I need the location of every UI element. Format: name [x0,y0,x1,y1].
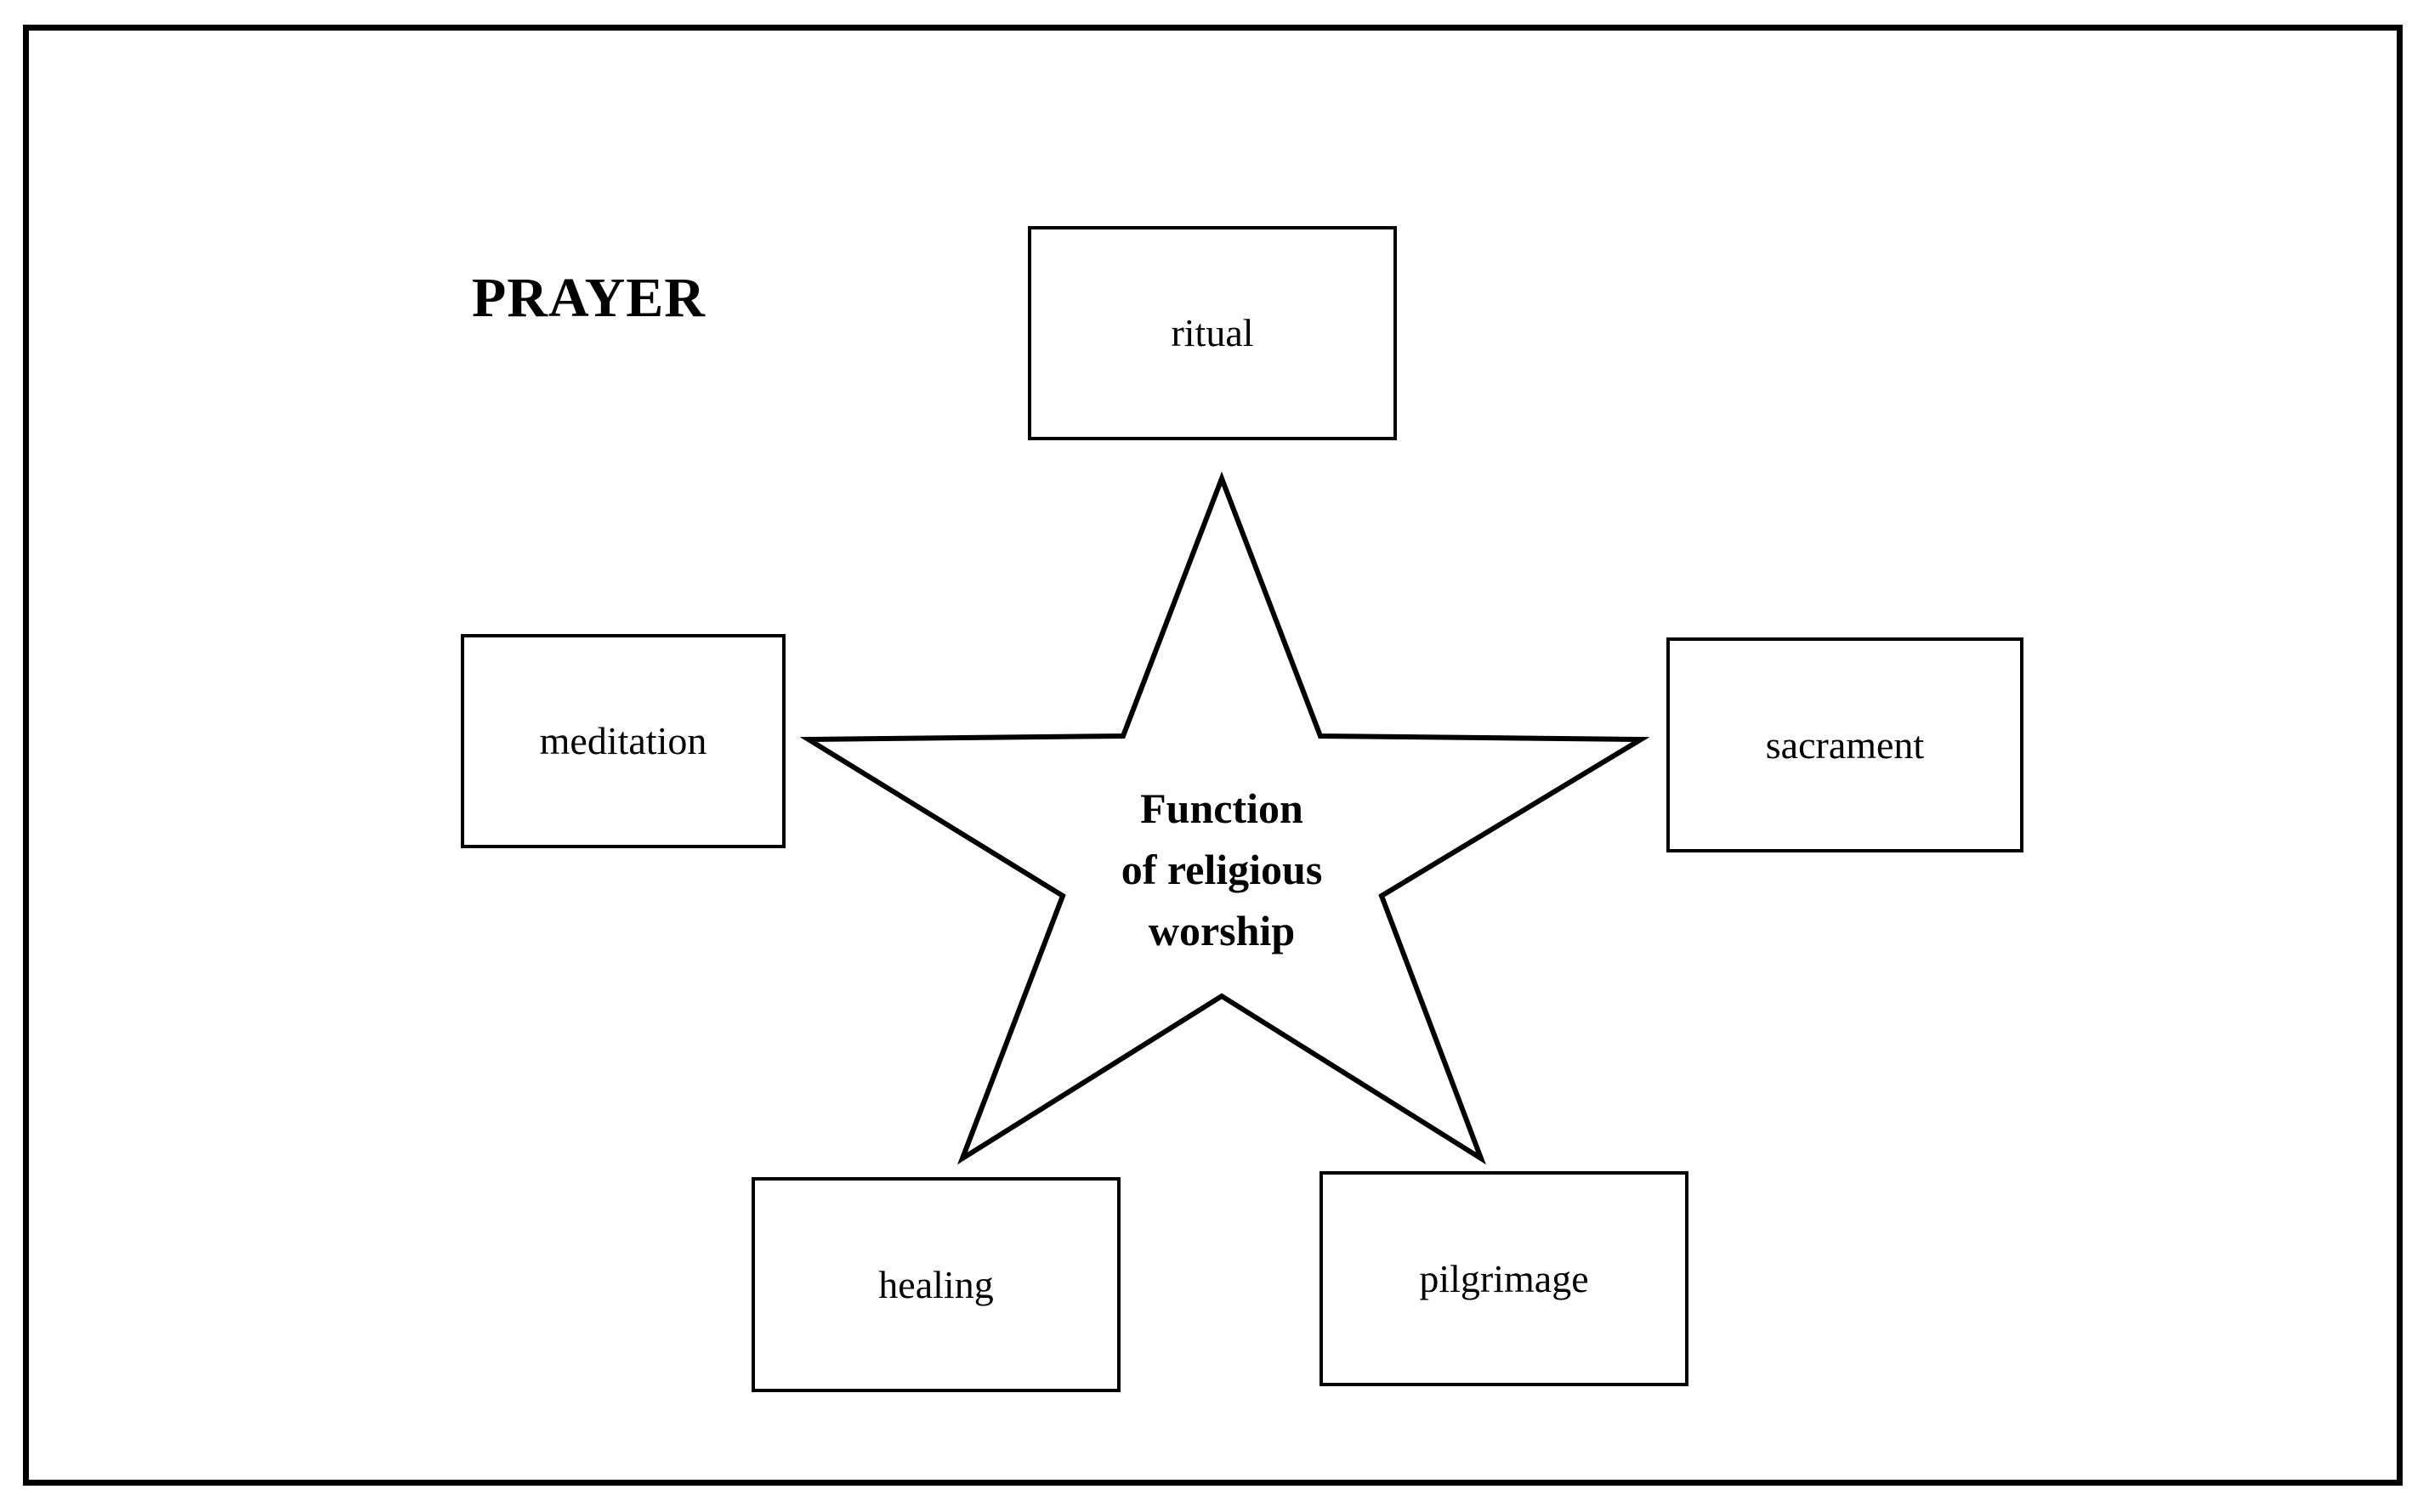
diagram-frame [23,25,2403,1486]
node-healing: healing [752,1177,1121,1392]
center-label-line-3: worship [1148,907,1296,954]
diagram-title: PRAYER [472,267,706,329]
node-meditation: meditation [461,634,786,848]
node-pilgrimage-label: pilgrimage [1419,1256,1589,1300]
node-sacrament: sacrament [1666,637,2023,852]
center-label-line-2: of religious [1121,846,1323,893]
center-label-line-1: Function [1140,784,1303,832]
node-pilgrimage: pilgrimage [1319,1171,1688,1386]
node-ritual: ritual [1028,226,1397,440]
node-sacrament-label: sacrament [1765,722,1925,767]
node-ritual-label: ritual [1171,311,1254,354]
center-label: Function of religious worship [1052,778,1392,961]
node-meditation-label: meditation [539,719,707,762]
node-healing-label: healing [878,1262,994,1306]
star-outline [799,471,1650,1165]
